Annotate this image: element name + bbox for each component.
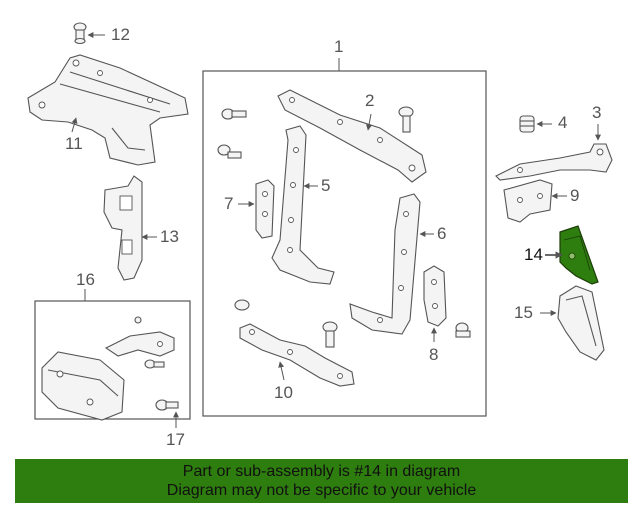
leader-2 [366,113,372,131]
bolt-upper-left[interactable] [221,108,247,120]
part-7-bracket[interactable] [255,179,275,239]
callout-3: 3 [592,103,602,122]
callout-5: 5 [321,176,331,195]
part-16-sensor[interactable] [41,351,125,421]
part-13-bracket[interactable] [103,175,143,281]
part-10-lower-crossmember[interactable] [239,323,355,387]
part-8-bracket[interactable] [423,265,447,327]
callout-17: 17 [166,430,185,449]
bolt-lower-right[interactable] [455,322,471,338]
part-2-upper-crossmember[interactable] [277,89,427,183]
part-12-clip[interactable] [73,22,87,45]
part-15-air-deflector[interactable] [557,285,605,361]
banner-line-1: Part or sub-assembly is #14 in diagram [182,463,461,480]
bolt-lower-center[interactable] [322,321,338,348]
callout-4: 4 [558,113,568,132]
info-banner: Part or sub-assembly is #14 in diagram D… [15,459,628,503]
part-6-right-side-support[interactable] [349,193,421,335]
callout-12: 12 [111,25,130,44]
callout-7: 7 [224,194,234,213]
leader-10 [278,361,285,381]
kit-16-frame [34,300,191,420]
callout-9: 9 [570,186,580,205]
part-4-stopper[interactable] [519,115,535,133]
callout-10: 10 [274,383,293,402]
leader-11 [71,117,78,133]
part-17-bolt[interactable] [155,399,179,411]
part-3-lock-bracket[interactable] [495,143,613,181]
callout-15: 15 [514,303,533,322]
callout-16: 16 [76,270,95,289]
bolt-16[interactable] [144,359,165,369]
part-16-bracket[interactable] [104,316,175,357]
callout-11: 11 [65,134,83,153]
part-14-air-deflector[interactable] [559,225,599,285]
part-9-bracket[interactable] [503,179,553,223]
nut-lower[interactable] [234,299,250,311]
part-11-upper-support[interactable] [27,54,189,166]
callout-2: 2 [365,91,375,110]
assembly-1-frame [202,70,487,417]
part-5-left-side-support[interactable] [271,125,335,285]
callout-14: 14 [524,245,543,264]
callout-8: 8 [429,345,439,364]
callout-1: 1 [334,37,344,56]
bolt-upper-right[interactable] [398,106,414,133]
bolt-left[interactable] [217,144,242,159]
banner-line-2: Diagram may not be specific to your vehi… [166,482,477,499]
callout-6: 6 [437,224,447,243]
callout-13: 13 [160,227,179,246]
